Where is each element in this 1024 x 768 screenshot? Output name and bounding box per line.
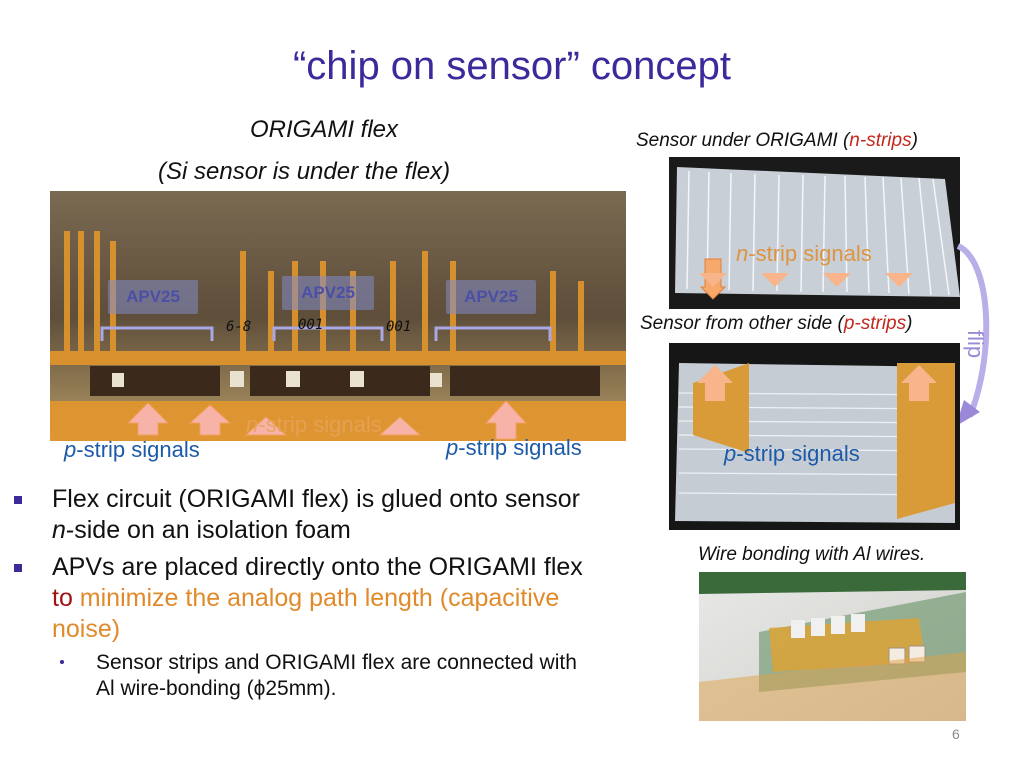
- wire-bonding-caption: Wire bonding with Al wires.: [698, 544, 926, 565]
- origami-caption-line1: ORIGAMI flex: [250, 116, 399, 143]
- slide-title: “chip on sensor” concept: [292, 44, 731, 88]
- bullet-item-1: Flex circuit (ORIGAMI flex) is glued ont…: [14, 484, 652, 546]
- main-n-strip-signals: n-strip signals: [246, 412, 382, 437]
- origami-flex-photo: 6-8 001 001: [50, 191, 626, 441]
- sensor-n-side-photo: [669, 157, 960, 309]
- flip-arrow: [950, 240, 1000, 440]
- photo-mark-1: 6-8: [226, 319, 251, 335]
- main-p-strip-left: p-strip signals: [64, 437, 200, 462]
- bullet-square-icon: [14, 564, 22, 572]
- sensor-under-caption: Sensor under ORIGAMI (n-strips): [636, 130, 918, 151]
- page-number: 6: [952, 726, 960, 742]
- apv25-label-2: APV25: [282, 276, 374, 310]
- flip-label: flip: [963, 330, 988, 359]
- bullet-square-icon: [14, 496, 22, 504]
- bullet-list: Flex circuit (ORIGAMI flex) is glued ont…: [14, 484, 652, 645]
- sub-bullet: Sensor strips and ORIGAMI flex are conne…: [60, 650, 666, 702]
- origami-caption-line2: (Si sensor is under the flex): [158, 158, 451, 185]
- apv25-label-1: APV25: [108, 280, 198, 314]
- bullet-item-2: APVs are placed directly onto the ORIGAM…: [14, 552, 652, 645]
- n-strip-signals-overlay: n-strip signals: [736, 241, 872, 266]
- photo-mark-2: 001: [298, 317, 323, 333]
- p-strip-signals-overlay: p-strip signals: [724, 441, 860, 466]
- apv25-label-3: APV25: [446, 280, 536, 314]
- sub-bullet-dot-icon: [60, 660, 64, 664]
- sensor-p-side-photo: [669, 343, 960, 530]
- main-p-strip-right: p-strip signals: [446, 435, 582, 460]
- photo-mark-3: 001: [386, 319, 411, 335]
- sensor-other-side-caption: Sensor from other side (p-strips): [640, 313, 913, 334]
- wire-bonding-photo: [699, 572, 966, 721]
